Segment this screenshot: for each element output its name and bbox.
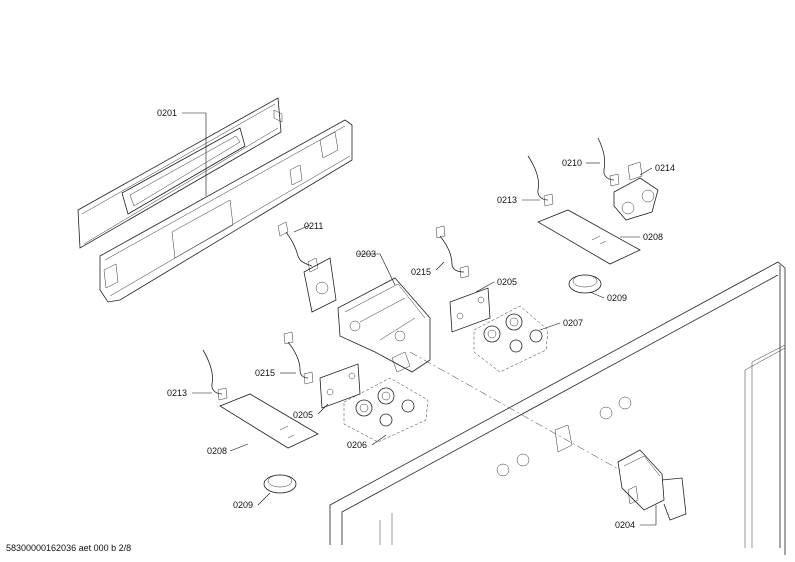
label-0205-lower: 0205 xyxy=(293,410,313,420)
knob-group-0207 xyxy=(473,305,549,373)
label-0207: 0207 xyxy=(563,318,583,328)
motor-0204 xyxy=(617,449,687,521)
label-0215-upper: 0215 xyxy=(411,267,431,277)
label-0213-lower: 0213 xyxy=(167,388,187,398)
label-0211: 0211 xyxy=(304,221,323,231)
label-0209-upper: 0209 xyxy=(607,293,627,303)
knob-group-0206 xyxy=(343,377,429,443)
plate-0208-upper xyxy=(537,209,641,265)
leader-lines xyxy=(182,112,657,526)
assembly-axis-line xyxy=(409,351,621,471)
label-0204: 0204 xyxy=(615,520,635,530)
label-0208-lower: 0208 xyxy=(207,446,227,456)
label-0201: 0201 xyxy=(157,108,177,118)
label-0205-upper: 0205 xyxy=(497,277,517,287)
control-panel-frame xyxy=(77,97,353,303)
label-0215-lower: 0215 xyxy=(255,368,275,378)
cable-0211 xyxy=(277,221,319,273)
cable-0215-lower xyxy=(283,331,314,385)
main-module-0203 xyxy=(303,257,431,373)
pcb-0205-lower xyxy=(319,363,361,409)
cable-0215-upper xyxy=(435,225,470,279)
label-0208-upper: 0208 xyxy=(643,232,663,242)
cable-0213-lower xyxy=(202,349,228,401)
label-0213-upper: 0213 xyxy=(497,195,517,205)
pcb-0205-upper xyxy=(449,287,491,333)
label-0206: 0206 xyxy=(347,440,367,450)
plate-0208-lower xyxy=(219,393,319,449)
document-footer: 58300000162036 aet 000 b 2/8 xyxy=(6,543,132,553)
label-0214: 0214 xyxy=(655,163,675,173)
ring-0209-lower xyxy=(263,474,297,494)
oven-front-panel xyxy=(329,261,786,555)
cable-0210 xyxy=(597,137,620,187)
ring-0209-upper xyxy=(568,274,602,294)
bracket-0214 xyxy=(613,161,659,221)
cable-0213-upper xyxy=(527,155,554,207)
label-0210: 0210 xyxy=(562,158,582,168)
label-0209-lower: 0209 xyxy=(233,500,253,510)
label-0203: 0203 xyxy=(356,249,376,259)
